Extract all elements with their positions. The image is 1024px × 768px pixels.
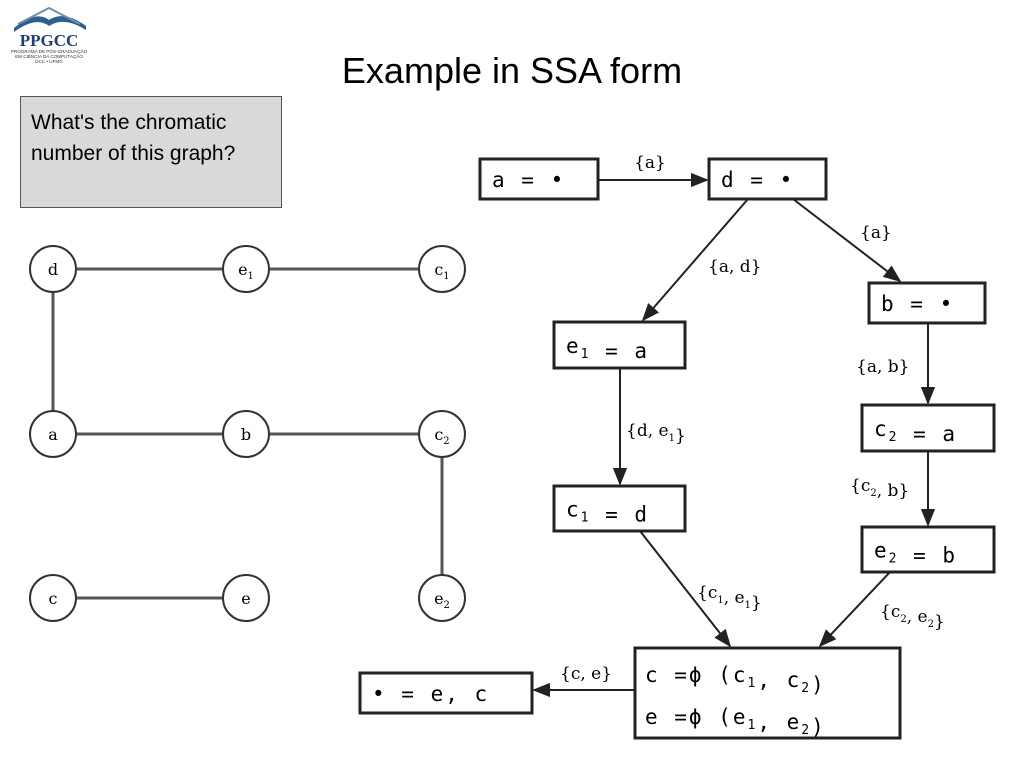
graph-node-b: b [222,410,270,458]
cfg-edge-label-b_to_c2: {a, b} [856,357,909,377]
graph-node-e2: e2 [418,574,466,622]
logo-text: PPGCC [20,31,79,50]
graph-node-d: d [29,245,77,293]
graph-node-label: b [241,425,251,444]
phi-e-statement: e =ϕ (e1, e2) [645,705,826,739]
graph-node-label: c [49,589,58,608]
cfg-block-statement: c2 = a [874,417,957,446]
cfg-block-b_def: b = • [867,281,987,325]
cfg-block-frame [867,281,987,325]
graph-node-c1: c1 [418,245,466,293]
cfg-edge-e2_to_phi [818,571,891,648]
cfg-block-phi: c =ϕ (c1, c2) e =ϕ (e1, e2) [633,646,902,740]
interference-graph: d e1 c1 a b c2 c e e2 [29,245,466,622]
cfg-block-frame [860,403,996,453]
cfg-block-e2_def: e2 = b [860,525,996,574]
graph-node-circle [418,410,466,458]
logo-subtitle-3: DCC • UFMG [35,59,63,64]
logo-wave-icon [14,16,86,32]
cfg-block-statement: d = • [721,168,794,192]
cfg-block-statement: e1 = a [566,334,649,363]
cfg-block-use: • = e, c [358,671,534,715]
graph-node-circle [418,574,466,622]
cfg-block-frame [478,157,600,201]
graph-node-circle [29,410,77,458]
cfg-block-c2_def: c2 = a [860,403,996,453]
cfg-block-c1_def: c1 = d [552,484,687,533]
question-box: What's the chromatic number of this grap… [20,96,282,208]
cfg-edge-d_to_b [792,198,902,283]
graph-node-e: e [222,574,270,622]
cfg-block-d_def: d = • [707,157,828,201]
cfg-edge-label-a_to_d: {a} [634,153,666,173]
graph-node-circle [222,245,270,293]
graph-node-label: e2 [434,589,450,611]
cfg-block-statement: a = • [492,168,565,192]
graph-node-label: e [241,589,250,608]
graph-node-circle [418,245,466,293]
cfg-block-frame [358,671,534,715]
graph-node-label: d [48,260,58,279]
graph-node-e1: e1 [222,245,270,293]
page-title: Example in SSA form [341,50,683,91]
cfg-edge-label-d_to_b: {a} [860,223,892,243]
cfg-block-frame [633,646,902,740]
ppgcc-logo: PPGCC PROGRAMA DE PÓS-GRADUAÇÃO EM CIÊNC… [11,6,88,64]
cfg-block-e1_def: e1 = a [552,320,687,370]
logo-subtitle-2: EM CIÊNCIA DA COMPUTAÇÃO [15,52,83,59]
graph-node-c2: c2 [418,410,466,458]
cfg-block-frame [552,320,687,370]
cfg-edge-label-d_to_e1: {a, d} [708,257,761,277]
graph-node-circle [29,574,77,622]
cfg-edge-label-e2_to_phi: {c2, e2} [880,602,945,632]
cfg-edge-label-e1_to_c1: {d, e1} [626,421,686,446]
graph-node-circle [29,245,77,293]
graph-node-a: a [29,410,77,458]
cfg-edge-label-c2_to_e2: {c2, b} [850,476,909,501]
graph-node-c: c [29,574,77,622]
graph-node-label: c2 [434,425,449,447]
cfg-edge-d_to_e1 [641,198,749,322]
cfg-edge-c1_to_phi [639,530,732,648]
graph-node-circle [222,574,270,622]
cfg-block-statement: • = e, c [372,682,489,706]
graph-node-label: e1 [238,260,254,282]
cfg-edge-label-phi_to_use: {c, e} [560,664,612,684]
cfg-block-a_def: a = • [478,157,600,201]
cfg-block-frame [860,525,996,574]
graph-node-circle [222,410,270,458]
cfg-block-statement: c1 = d [566,498,649,527]
logo-subtitle-1: PROGRAMA DE PÓS-GRADUAÇÃO [11,48,88,54]
cfg-block-frame [707,157,828,201]
cfg-block-frame [552,484,687,533]
graph-node-label: a [48,425,58,444]
ssa-control-flow-graph: {a} {a, d} {a} {d, e1} {a, b} {c2, b} {c1, e1}… [358,153,996,740]
phi-c-statement: c =ϕ (c1, c2) [645,663,826,697]
cfg-edge-label-c1_to_phi: {c1, e1} [697,583,762,613]
graph-node-label: c1 [434,260,449,282]
cfg-block-statement: b = • [881,292,954,316]
cfg-block-statement: e2 = b [874,539,957,568]
